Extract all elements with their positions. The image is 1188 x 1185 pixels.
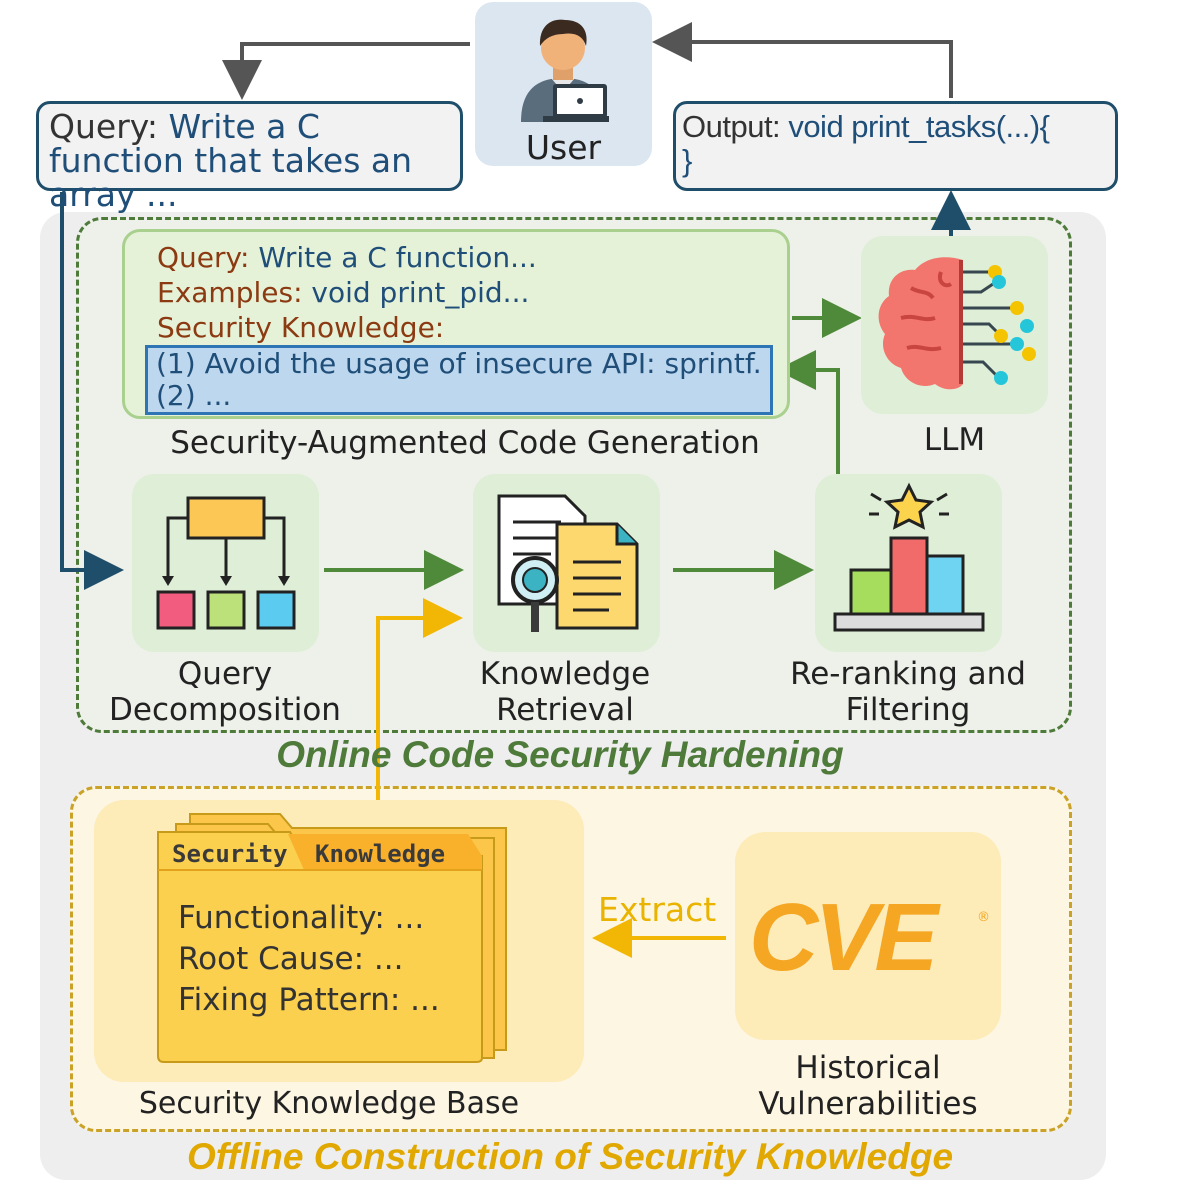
query-decomposition-label: Query Decomposition <box>80 656 370 728</box>
online-section-title: Online Code Security Hardening <box>276 734 844 775</box>
arrow-user-to-query <box>222 42 470 100</box>
folder-line-functionality: Functionality: ... <box>178 900 425 936</box>
folder-line-fixing-pattern: Fixing Pattern: ... <box>178 982 440 1018</box>
extract-label: Extract <box>598 890 717 929</box>
reranking-label-1: Re-ranking and <box>790 656 1026 692</box>
knowledge-retrieval-label-1: Knowledge <box>479 656 651 692</box>
folder-content: Functionality: ... Root Cause: ... Fixin… <box>178 898 440 1021</box>
output-box: Output: void print_tasks(...){ } <box>673 101 1118 191</box>
knowledge-retrieval-label: Knowledge Retrieval <box>420 656 710 728</box>
output-line2: } <box>682 143 692 178</box>
knowledge-base-label: Security Knowledge Base <box>138 1086 520 1121</box>
folder-stack-icon <box>157 813 507 1063</box>
knowledge-retrieval-label-2: Retrieval <box>496 692 634 728</box>
query-box: Query: Write a C function that takes an … <box>36 101 463 212</box>
query-key: Query: <box>49 107 159 146</box>
arrow-query-to-decomposition <box>60 192 124 590</box>
prompt-query-value: Write a C function... <box>258 241 537 274</box>
cve-tile: CVE ® <box>735 832 1001 1040</box>
security-knowledge-box: (1) Avoid the usage of insecure API: spr… <box>145 345 773 415</box>
query-decomposition-label-1: Query <box>177 656 273 692</box>
registered-mark-icon: ® <box>977 910 990 925</box>
arrow-rerank-to-prompt <box>776 350 840 474</box>
security-item-1: (1) Avoid the usage of insecure API: spr… <box>156 348 762 380</box>
document-search-icon <box>497 494 639 632</box>
reranking-label-2: Filtering <box>845 692 971 728</box>
output-line1: void print_tasks(...){ <box>788 109 1050 144</box>
offline-section-title: Offline Construction of Security Knowled… <box>186 1136 954 1177</box>
ranking-podium-icon <box>833 482 985 632</box>
query-decomposition-label-2: Decomposition <box>109 692 341 728</box>
user-tile: User <box>475 2 652 167</box>
code-generation-label: Security-Augmented Code Generation <box>170 425 760 461</box>
historical-label-2: Vulnerabilities <box>758 1086 978 1122</box>
cve-logo: CVE <box>749 884 938 991</box>
security-item-2: (2) ... <box>156 379 232 412</box>
prompt-security-key: Security Knowledge: <box>157 311 445 344</box>
folder-line-root-cause: Root Cause: ... <box>178 941 404 977</box>
query-value: Write a C function that takes an array .… <box>49 107 413 214</box>
historical-vulnerabilities-label: Historical Vulnerabilities <box>735 1050 1001 1122</box>
reranking-tile <box>815 474 1002 652</box>
folder-tab-security: Security <box>172 840 288 868</box>
knowledge-retrieval-tile <box>473 474 660 652</box>
user-icon <box>521 19 609 122</box>
llm-tile <box>861 236 1048 414</box>
reranking-label: Re-ranking and Filtering <box>770 656 1046 728</box>
prompt-query-key: Query: <box>157 241 250 274</box>
output-key: Output: <box>682 109 781 144</box>
arrow-output-to-user <box>652 22 953 98</box>
llm-label: LLM <box>923 422 986 458</box>
hierarchy-icon <box>156 496 296 630</box>
brain-icon <box>878 257 1036 390</box>
folder-tab-knowledge: Knowledge <box>315 840 446 868</box>
prompt-examples-value: void print_pid... <box>311 276 530 309</box>
query-decomposition-tile <box>132 474 319 652</box>
prompt-examples-key: Examples: <box>157 276 303 309</box>
user-label: User <box>525 128 602 167</box>
historical-label-1: Historical <box>795 1050 941 1086</box>
arrow-kb-to-retrieval <box>376 598 463 826</box>
